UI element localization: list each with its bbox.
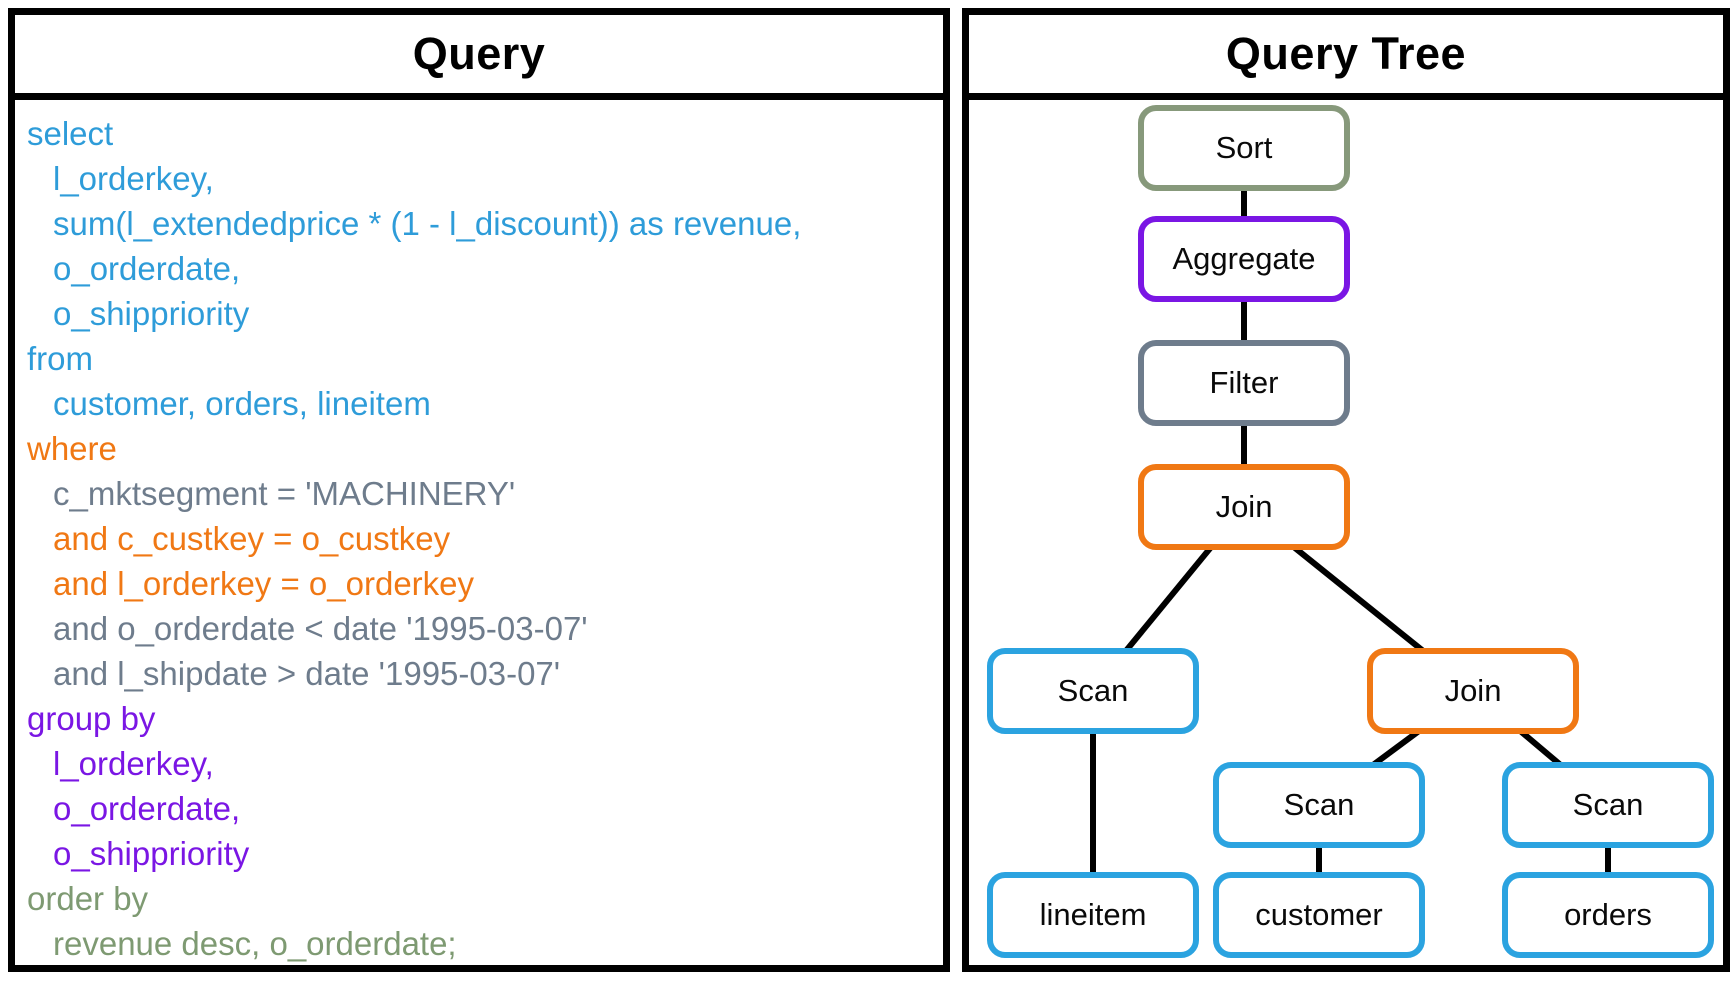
sql-line: and o_orderdate < date '1995-03-07' [53,610,588,647]
tree-leaf-lineitem: lineitem [987,872,1199,958]
sql-line: and c_custkey = o_custkey [53,520,451,557]
tree-node-scan-lineitem: Scan [987,648,1199,734]
query-tree-panel: Query Tree Sort Aggregate Filter Join Sc… [962,8,1730,972]
tree-node-join-lower: Join [1367,648,1579,734]
tree-node-aggregate: Aggregate [1138,216,1350,302]
sql-line: c_mktsegment = 'MACHINERY' [53,475,516,512]
sql-line: select [27,115,114,152]
tree-leaf-orders: orders [1502,872,1714,958]
tree-canvas: Sort Aggregate Filter Join Scan Join Sca… [969,100,1723,965]
sql-line: o_orderdate, [53,250,241,287]
tree-node-scan-customer: Scan [1213,762,1425,848]
sql-line: customer, orders, lineitem [53,385,431,422]
sql-code: select l_orderkey, sum(l_extendedprice * (… [15,100,943,966]
tree-node-filter: Filter [1138,340,1350,426]
query-panel-title: Query [15,15,943,100]
tree-node-scan-orders: Scan [1502,762,1714,848]
sql-line: group by [27,700,156,737]
tree-node-sort: Sort [1138,105,1350,191]
sql-line: order by [27,880,149,917]
sql-line: l_orderkey, [53,160,214,197]
query-tree-panel-title: Query Tree [969,15,1723,100]
sql-line: and l_orderkey = o_orderkey [53,565,475,602]
sql-line: sum(l_extendedprice * (1 - l_discount)) … [53,205,802,242]
tree-leaf-customer: customer [1213,872,1425,958]
sql-line: where [27,430,117,467]
sql-line: o_shippriority [53,295,250,332]
tree-node-join-top: Join [1138,464,1350,550]
query-panel: Query select l_orderkey, sum(l_extendedpri… [8,8,950,972]
sql-line: l_orderkey, [53,745,214,782]
sql-line: o_shippriority [53,835,250,872]
sql-line: o_orderdate, [53,790,241,827]
sql-line: and l_shipdate > date '1995-03-07' [53,655,561,692]
sql-line: revenue desc, o_orderdate; [53,925,457,962]
sql-line: from [27,340,93,377]
